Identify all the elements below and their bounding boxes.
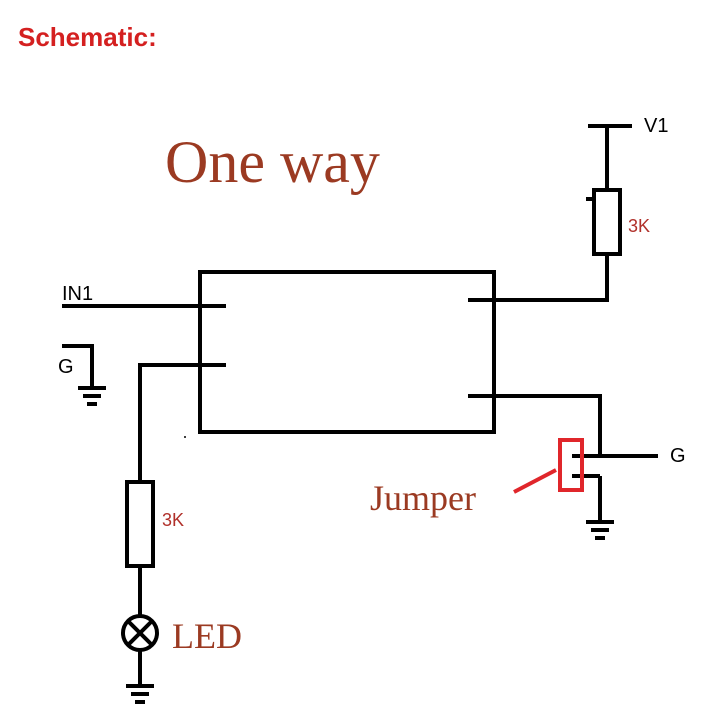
wire-led-branch [138, 363, 226, 482]
wire-g-left [62, 344, 94, 386]
label-g-right: G [670, 445, 686, 467]
ground-icon-left [78, 386, 106, 406]
label-r-left: 3K [162, 510, 184, 530]
label-led: LED [172, 616, 242, 656]
wire-right-lower [468, 394, 602, 456]
wire-right-upper [468, 254, 609, 302]
resistor-top [592, 188, 622, 256]
led-lamp-cross-icon [121, 614, 159, 652]
ground-icon-led [126, 684, 154, 704]
label-r-top: 3K [628, 216, 650, 236]
page-heading: Schematic: [18, 22, 157, 52]
label-in1: IN1 [62, 283, 93, 305]
label-v1: V1 [644, 115, 668, 137]
diagram-title: One way [165, 129, 380, 195]
label-jumper: Jumper [370, 478, 476, 518]
jumper-highlight [558, 438, 584, 492]
ground-icon-jumper [586, 520, 614, 540]
jumper-pointer [513, 468, 557, 494]
resistor-left [125, 480, 155, 568]
wires [62, 124, 658, 684]
stray-dot [184, 436, 186, 438]
module-box [198, 270, 496, 434]
label-g-left: G [58, 356, 74, 378]
